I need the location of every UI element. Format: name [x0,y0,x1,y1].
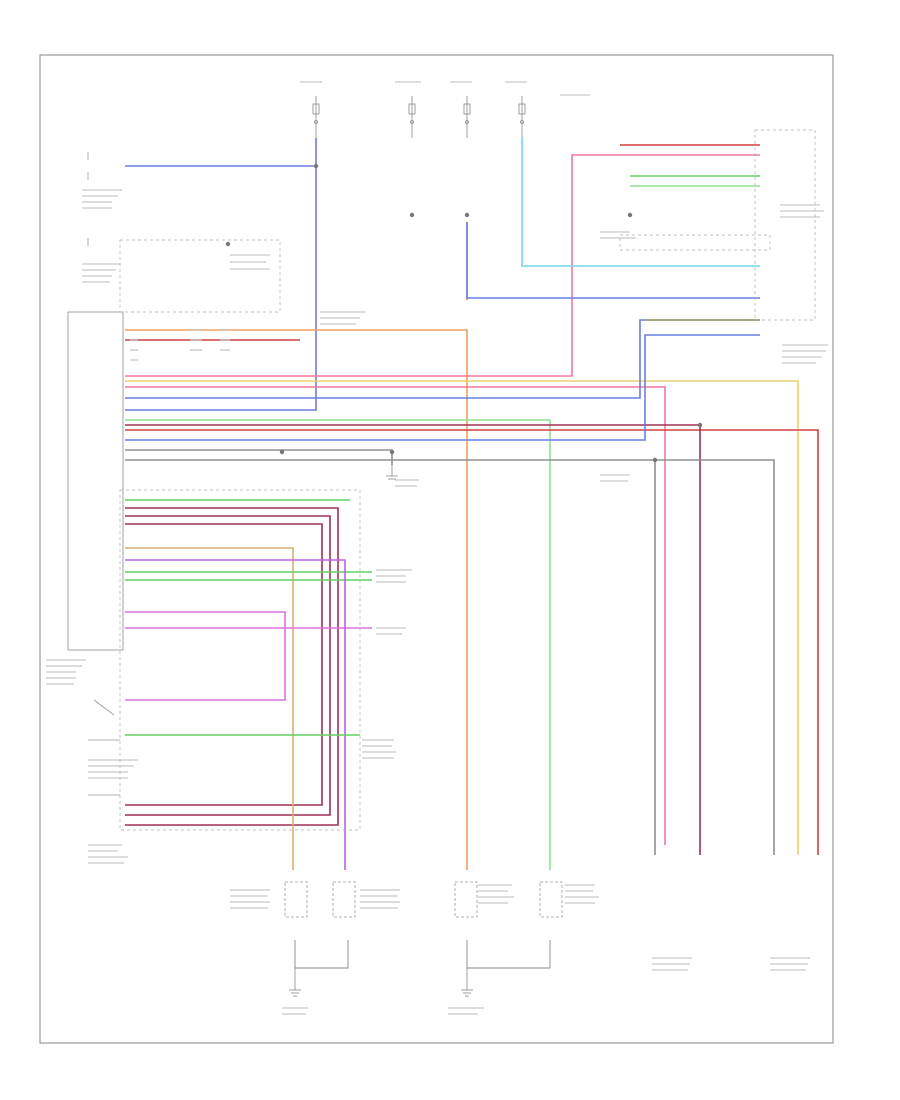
wire-red-2 [125,429,819,855]
diagram-border [39,54,834,1044]
wire-violet-2 [125,559,346,870]
splice-dot [409,212,415,218]
splice-dot [652,457,658,463]
wire-blue-4 [466,222,760,299]
wire-gray-2 [125,459,775,855]
left-recline-motor [284,881,308,918]
splice-dot [627,212,633,218]
wire-red-seat-2 [125,515,331,816]
seat-track-box [119,489,361,831]
wire-blue-1 [125,138,317,167]
wire-blue-2 [125,166,317,411]
wire-pink-2 [125,386,666,845]
wire-red-seat-1 [125,507,339,826]
splice-dot [697,422,703,428]
lower-dashed-region [619,234,771,251]
fuse-group-top [312,96,526,138]
ground-2 [461,968,473,997]
dashed-components [119,129,816,831]
seat-switch-box-upper [119,239,281,313]
splice-dot [464,212,470,218]
mirror-switch-box [754,129,816,321]
fuse-1 [312,96,320,138]
fuse-4 [518,96,526,138]
ground-symbols [289,465,473,997]
motor-boxes [284,881,563,918]
wire-gray-1 [125,449,393,465]
wire-green-1 [125,419,551,870]
wire-orange-1 [125,329,468,870]
splice-dot [225,241,231,247]
left-connector-stubs [87,152,120,796]
splice-dot [313,163,319,169]
splice-dot [389,449,395,455]
splice-dot [279,449,285,455]
wire-cyan-1 [521,138,760,267]
lumbar-motor-left [454,881,478,918]
ground-3 [386,465,398,480]
ground-bus [294,940,551,969]
wire-red-3 [125,424,701,855]
illegible-labels [46,81,828,1015]
memory-module [67,311,124,651]
ground-1 [289,968,301,997]
wire-layer [125,138,819,870]
lumbar-motor-right [539,881,563,918]
wire-magenta-1 [125,611,286,701]
wire-tan-2 [125,547,294,870]
wire-blue-3 [125,334,760,441]
wire-tan-1 [125,380,799,855]
wire-red-seat-3 [125,523,323,806]
right-recline-motor [332,881,356,918]
fuse-3 [463,96,471,138]
splice-points [225,163,703,463]
fuse-2 [408,96,416,138]
